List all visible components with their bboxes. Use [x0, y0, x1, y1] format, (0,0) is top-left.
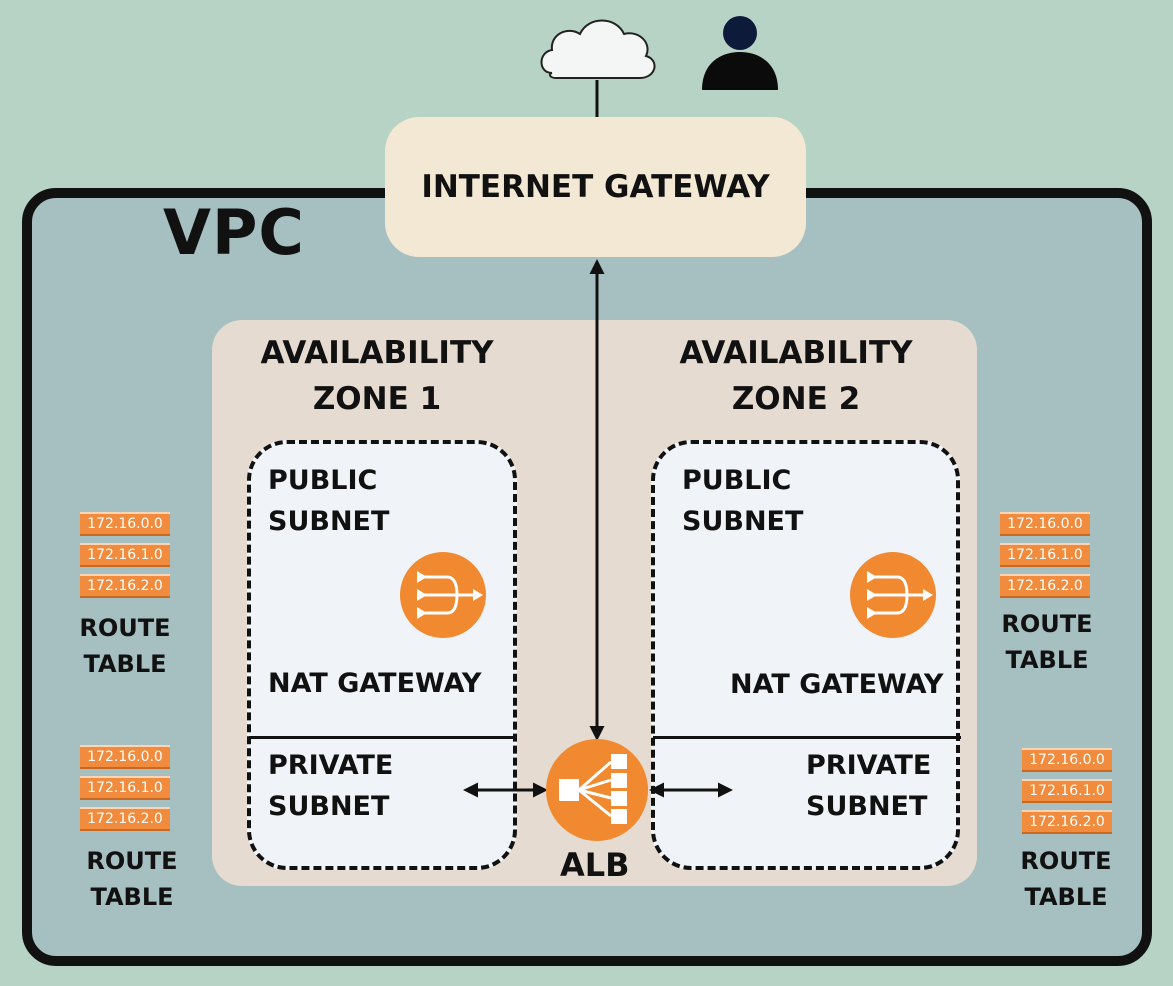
az2-nat-gateway-label: NAT GATEWAY [730, 669, 944, 700]
az1-subnet-divider [249, 736, 514, 739]
route-table-label: ROUTE TABLE [996, 843, 1136, 915]
az1-subnet-box [247, 440, 517, 870]
az2-public-line1: PUBLIC [682, 465, 792, 496]
route-entry: 172.16.1.0 [1000, 543, 1090, 567]
az1-public-line2: SUBNET [268, 506, 390, 537]
route-table-label-line1: ROUTE [86, 847, 178, 875]
route-table-label-line2: TABLE [1024, 883, 1108, 911]
az1-public-line1: PUBLIC [268, 465, 378, 496]
route-table-label-line1: ROUTE [1020, 847, 1112, 875]
az1-nat-gateway-label: NAT GATEWAY [268, 668, 482, 699]
alb-label: ALB [560, 846, 630, 884]
route-entry: 172.16.0.0 [1022, 748, 1112, 772]
az2-title-line2: ZONE 2 [731, 381, 861, 417]
az1-private-line2: SUBNET [268, 791, 390, 822]
route-entry: 172.16.2.0 [1022, 810, 1112, 834]
route-table-label-line2: TABLE [90, 883, 174, 911]
load-balancer-icon [546, 739, 648, 841]
az2-public-subnet-label: PUBLIC SUBNET [682, 460, 803, 542]
az2-private-subnet-label: PRIVATE SUBNET [806, 745, 931, 827]
route-entry: 172.16.2.0 [80, 574, 170, 598]
route-entry: 172.16.1.0 [1022, 779, 1112, 803]
route-entry: 172.16.2.0 [1000, 574, 1090, 598]
route-entry: 172.16.1.0 [80, 543, 170, 567]
route-entry: 172.16.0.0 [80, 512, 170, 536]
az2-title: AVAILABILITY ZONE 2 [646, 330, 946, 422]
az1-title-line2: ZONE 1 [312, 381, 442, 417]
route-entry: 172.16.2.0 [80, 807, 170, 831]
az1-private-subnet-label: PRIVATE SUBNET [268, 745, 393, 827]
route-table-az1-private: 172.16.0.0 172.16.1.0 172.16.2.0 [80, 745, 170, 831]
nat-gateway-icon [850, 552, 936, 638]
route-table-label-line1: ROUTE [1001, 610, 1093, 638]
vpc-label: VPC [163, 196, 305, 269]
az2-subnet-divider [653, 736, 961, 739]
user-icon [702, 16, 778, 90]
route-table-label-line2: TABLE [1005, 646, 1089, 674]
nat-gateway-icon [400, 552, 486, 638]
internet-gateway-label: INTERNET GATEWAY [421, 169, 770, 205]
az1-title: AVAILABILITY ZONE 1 [227, 330, 527, 422]
route-table-label: ROUTE TABLE [977, 606, 1117, 678]
route-table-label-line1: ROUTE [79, 614, 171, 642]
az2-private-line1: PRIVATE [806, 750, 932, 781]
route-entry: 172.16.0.0 [80, 745, 170, 769]
route-table-label-line2: TABLE [83, 650, 167, 678]
az2-subnet-box [651, 440, 960, 870]
route-table-label: ROUTE TABLE [62, 843, 202, 915]
route-table-az1-public: 172.16.0.0 172.16.1.0 172.16.2.0 [80, 512, 170, 598]
az2-public-line2: SUBNET [682, 506, 804, 537]
route-entry: 172.16.0.0 [1000, 512, 1090, 536]
route-table-label: ROUTE TABLE [55, 610, 195, 682]
az1-public-subnet-label: PUBLIC SUBNET [268, 460, 389, 542]
cloud-icon [540, 19, 656, 79]
route-entry: 172.16.1.0 [80, 776, 170, 800]
az2-private-line2: SUBNET [806, 791, 928, 822]
az2-title-line1: AVAILABILITY [679, 335, 913, 371]
route-table-az2-public: 172.16.0.0 172.16.1.0 172.16.2.0 [1000, 512, 1090, 598]
route-table-az2-private: 172.16.0.0 172.16.1.0 172.16.2.0 [1022, 748, 1112, 834]
az1-title-line1: AVAILABILITY [260, 335, 494, 371]
az1-private-line1: PRIVATE [268, 750, 394, 781]
internet-gateway-box: INTERNET GATEWAY [385, 117, 806, 257]
